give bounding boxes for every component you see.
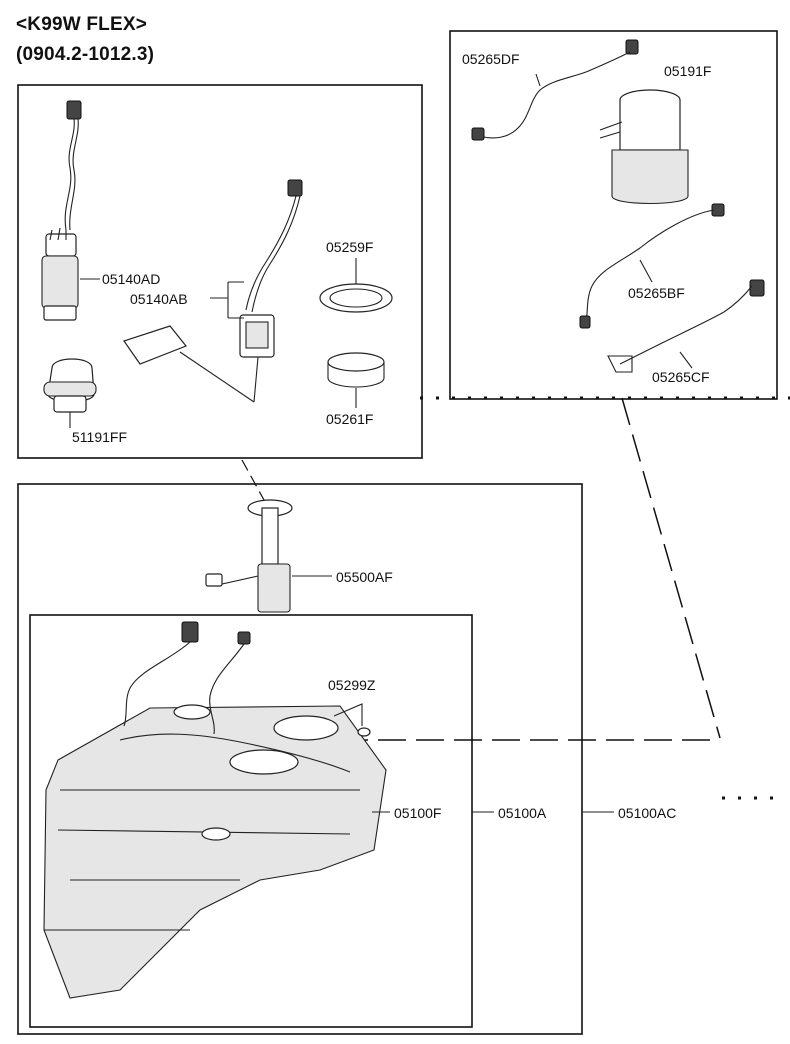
label-05299Z: 05299Z: [328, 677, 376, 693]
label-51191FF: 51191FF: [72, 429, 127, 445]
label-05100F: 05100F: [394, 805, 441, 821]
fuel-tank-illustration: [43, 621, 387, 999]
dashed-reference-line-pump: [241, 459, 265, 501]
label-05140AD: 05140AD: [102, 271, 160, 287]
pump-assembly-05500AF-illustration: [205, 499, 293, 613]
harness-05265BF-illustration: [579, 203, 725, 329]
label-05140AB: 05140AB: [130, 291, 188, 307]
tank-assembly-frame: [17, 483, 583, 1035]
label-05265CF: 05265CF: [652, 369, 710, 385]
sender-unit-illustration: [123, 179, 303, 403]
tube-kit-detail-frame: [449, 30, 778, 400]
fuel-filter-illustration: [43, 358, 97, 413]
label-05100AC: 05100AC: [618, 805, 676, 821]
diagram-title-model: <K99W FLEX>: [16, 14, 148, 35]
diagram-title-period: (0904.2-1012.3): [16, 44, 155, 65]
label-05265DF: 05265DF: [462, 51, 520, 67]
harness-05265CF-illustration: [607, 279, 765, 373]
pump-kit-detail-frame: [17, 84, 423, 459]
dashed-reference-line-right: [621, 397, 721, 739]
gasket-illustration: [319, 283, 393, 313]
harness-05265DF-illustration: [471, 39, 639, 141]
label-05259F: 05259F: [326, 239, 373, 255]
label-05500AF: 05500AF: [336, 569, 393, 585]
label-05265BF: 05265BF: [628, 285, 685, 301]
label-05261F: 05261F: [326, 411, 373, 427]
fuel-pump-illustration: [41, 100, 82, 321]
label-05100A: 05100A: [498, 805, 547, 821]
lock-ring-illustration: [327, 352, 385, 388]
label-05191F: 05191F: [664, 63, 711, 79]
tank-detail-frame: [29, 614, 473, 1028]
filter-canister-05191F-illustration: [599, 89, 689, 205]
